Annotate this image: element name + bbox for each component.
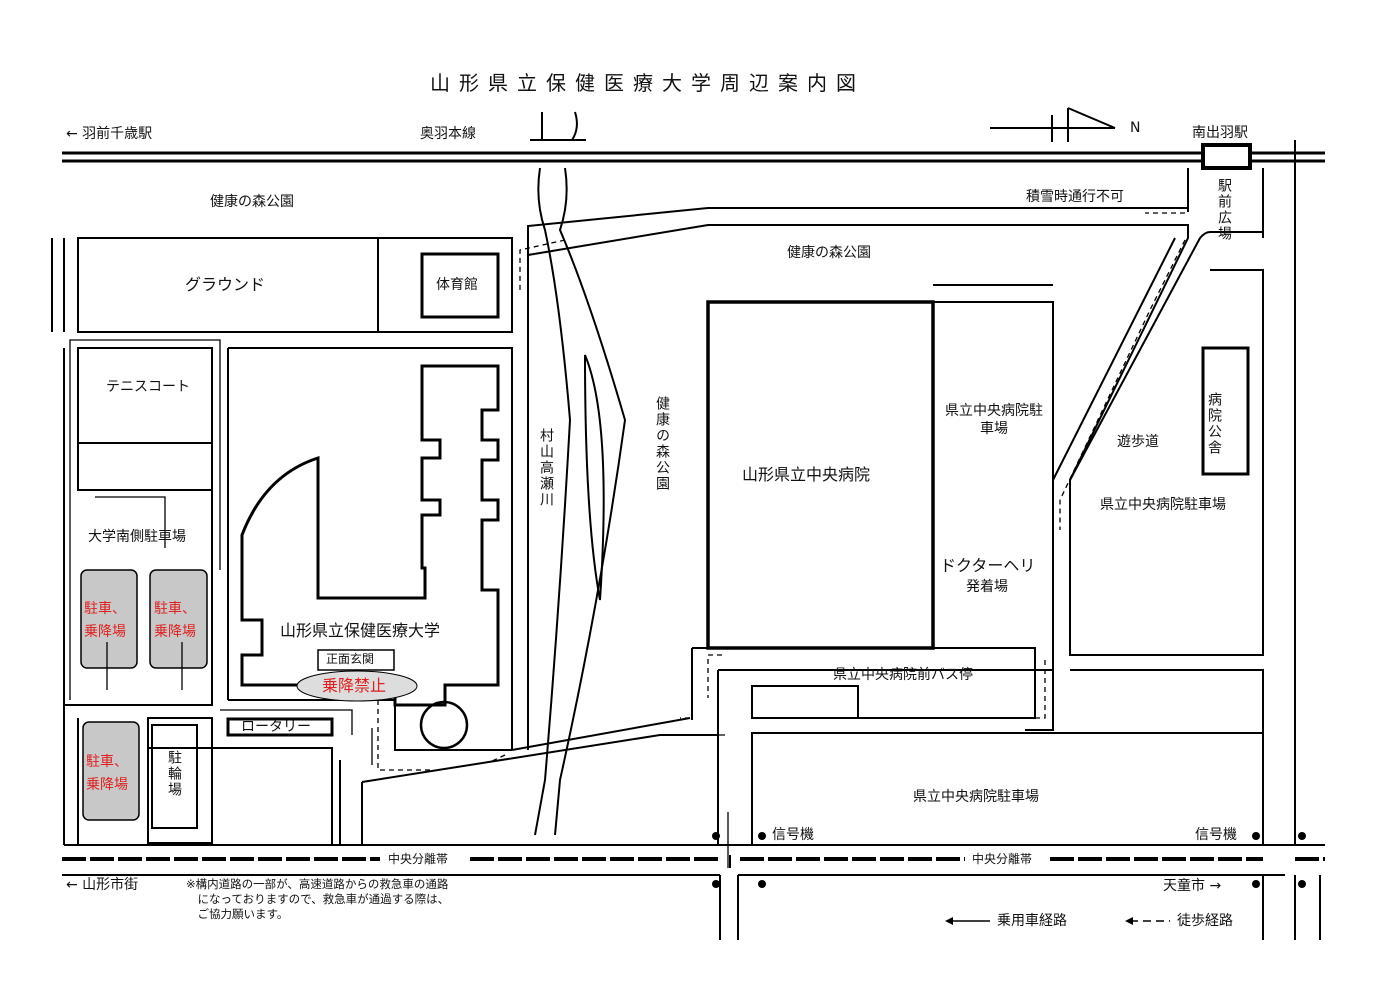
label-parking-3: 駐車、乗降場 <box>86 754 128 793</box>
label-hosp-parking-c: 県立中央病院駐車場 <box>913 789 1039 805</box>
label-heli-2: 発着場 <box>966 579 1008 595</box>
station-box <box>1201 143 1252 170</box>
label-university: 山形県立保健医療大学 <box>280 621 441 640</box>
label-hospital: 山形県立中央病院 <box>742 465 871 484</box>
label-river: 村山高瀬川 <box>538 428 554 508</box>
label-ekimae: 駅前広場 <box>1216 178 1232 242</box>
label-snow: 積雪時通行不可 <box>1026 189 1124 205</box>
legend-walk: 徒歩経路 <box>1177 913 1233 929</box>
north-label: N <box>1130 120 1141 136</box>
label-yamagata: ← 山形市街 <box>66 877 139 893</box>
label-walkway: 遊歩道 <box>1117 434 1159 450</box>
label-hosp-parking-b: 県立中央病院駐車場 <box>1100 497 1226 513</box>
label-bicycle: 駐輪場 <box>166 750 182 798</box>
label-south-parking: 大学南側駐車場 <box>88 529 186 545</box>
label-tennis: テニスコート <box>106 379 190 395</box>
note-text: ※構内道路の一部が、高速道路からの救急車の通路 になっておりますので、救急車が通… <box>186 877 450 921</box>
label-hazen-chitose: ← 羽前千歳駅 <box>66 126 153 142</box>
label-tendo: 天童市 → <box>1163 878 1222 894</box>
label-median-1: 中央分離帯 <box>388 852 449 866</box>
label-signal-1: 信号機 <box>772 827 814 843</box>
label-parking-2: 駐車、乗降場 <box>154 601 196 640</box>
walk-routes <box>377 212 1186 771</box>
university-building <box>240 364 500 707</box>
label-ground: グラウンド <box>185 275 266 294</box>
label-bus-stop: 県立中央病院前バス停 <box>833 667 973 683</box>
label-park-center: 健康の森公園 <box>787 245 871 261</box>
signal-dots <box>712 832 1306 888</box>
label-park-vertical: 健康の森公園 <box>654 396 670 492</box>
label-parking-1: 駐車、乗降場 <box>84 601 126 640</box>
label-gym: 体育館 <box>436 277 478 293</box>
label-ou-line: 奥羽本線 <box>420 126 476 142</box>
label-no-stop: 乗降禁止 <box>322 676 387 695</box>
north-arrow-icon <box>990 107 1116 142</box>
label-dorm: 病院公舎 <box>1206 392 1222 456</box>
label-park-top: 健康の森公園 <box>210 194 294 210</box>
car-routes <box>69 339 729 868</box>
label-heli: ドクターヘリ <box>940 556 1036 575</box>
label-signal-2: 信号機 <box>1195 827 1237 843</box>
label-hosp-parking-a: 県立中央病院駐車場 <box>945 403 1043 437</box>
legend-car: 乗用車経路 <box>997 913 1067 929</box>
label-entrance: 正面玄関 <box>326 652 375 666</box>
label-rotary: ロータリー <box>241 719 311 735</box>
label-median-2: 中央分離帯 <box>972 852 1033 866</box>
label-minami-dewa: 南出羽駅 <box>1192 125 1248 141</box>
map-title: 山形県立保健医療大学周辺案内図 <box>430 71 865 95</box>
